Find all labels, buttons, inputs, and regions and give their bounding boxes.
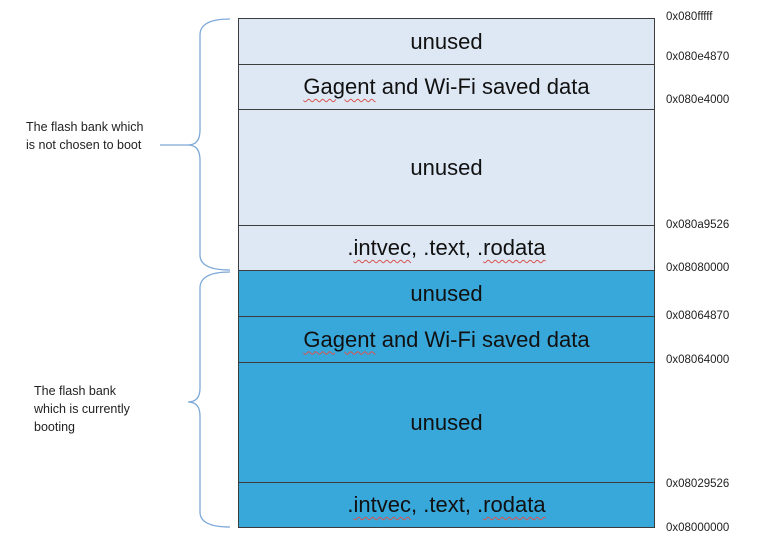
address-label: 0x08000000	[666, 522, 730, 534]
address-label: 0x08064870	[666, 310, 730, 322]
upper-flash-bank: unused Gagent and Wi-Fi saved data unuse…	[238, 18, 655, 271]
upper-unused-block: unused	[238, 18, 655, 65]
lower-bank-brace	[187, 271, 231, 528]
block-label: unused	[410, 154, 483, 180]
address-label: 0x080e4000	[666, 94, 730, 106]
address-label: 0x080a9526	[666, 219, 730, 231]
address-label: 0x080fffff	[666, 11, 713, 23]
lower-unused-block: unused	[238, 270, 655, 317]
block-label: unused	[410, 280, 483, 306]
upper-bank-brace	[187, 18, 231, 271]
block-label: .intvec, .text, .rodata	[347, 492, 546, 517]
upper-unused-large-block: unused	[238, 109, 655, 226]
block-label: .intvec, .text, .rodata	[347, 235, 546, 260]
upper-gagent-wifi-block: Gagent and Wi-Fi saved data	[238, 64, 655, 110]
block-label: Gagent and Wi-Fi saved data	[303, 74, 590, 99]
block-label: unused	[410, 28, 483, 54]
block-label: unused	[410, 409, 483, 435]
address-label: 0x08080000	[666, 262, 730, 274]
lower-gagent-wifi-block: Gagent and Wi-Fi saved data	[238, 316, 655, 363]
upper-code-block: .intvec, .text, .rodata	[238, 225, 655, 271]
address-label: 0x080e4870	[666, 51, 730, 63]
currently-booting-bank-label: The flash bank which is currently bootin…	[34, 384, 130, 434]
block-label: Gagent and Wi-Fi saved data	[303, 326, 590, 352]
lower-unused-large-block: unused	[238, 362, 655, 483]
address-label: 0x08064000	[666, 354, 730, 366]
lower-flash-bank: unused Gagent and Wi-Fi saved data unuse…	[238, 270, 655, 528]
address-label: 0x08029526	[666, 478, 730, 490]
lower-code-block: .intvec, .text, .rodata	[238, 482, 655, 528]
not-chosen-bank-label: The flash bank which is not chosen to bo…	[26, 120, 144, 152]
